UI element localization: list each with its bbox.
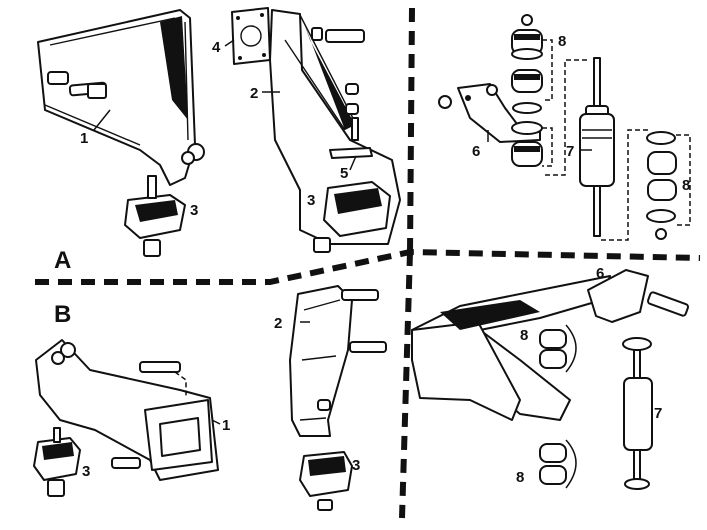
callout-8-b-top: 8 (520, 327, 528, 344)
callout-6-a: 6 (472, 143, 480, 160)
plate-4-a (231, 7, 271, 65)
callout-4-a: 4 (212, 39, 221, 56)
callout-8-a-top: 8 (558, 33, 566, 50)
callout-6-b: 6 (596, 265, 604, 282)
callout-1-b: 1 (222, 417, 230, 434)
washer-5-a (329, 147, 373, 159)
shock-absorber-7-a (579, 57, 615, 237)
bracket-1-a (37, 9, 205, 186)
quadrant-dividers (35, 7, 701, 519)
callout-1-a: 1 (80, 130, 88, 147)
bracket-1-b (35, 339, 219, 481)
callout-8-a-right: 8 (682, 177, 690, 194)
callout-3-b-left: 3 (82, 463, 90, 480)
rubber-mount-3-a-left (124, 175, 186, 257)
shock-absorber-7-b (622, 337, 653, 490)
bushings-8-a-right (646, 131, 677, 240)
rubber-mount-3-b-left (33, 427, 81, 497)
callout-2-a: 2 (250, 85, 258, 102)
section-label-b: B (54, 301, 71, 328)
callout-3-a-right: 3 (307, 192, 315, 209)
bracket-2-b (289, 285, 387, 437)
callout-5-a: 5 (340, 165, 348, 182)
bolt-a-left (87, 83, 107, 99)
frame-rail-b (411, 275, 611, 421)
callout-3-b-mid: 3 (352, 457, 360, 474)
leader-lines (93, 39, 691, 425)
section-label-a: A (54, 247, 71, 274)
bushings-8-a-stack (511, 14, 543, 167)
callout-8-b-bottom: 8 (516, 469, 524, 486)
rubber-mount-3-b-mid (299, 451, 353, 511)
callout-3-a-left: 3 (190, 202, 198, 219)
callout-7-a: 7 (566, 143, 574, 160)
rubber-mount-3-a-right (313, 181, 391, 253)
bushings-8-b (539, 324, 577, 489)
callout-7-b: 7 (654, 405, 662, 422)
callout-2-b: 2 (274, 315, 282, 332)
bracket-6-b (587, 269, 690, 323)
